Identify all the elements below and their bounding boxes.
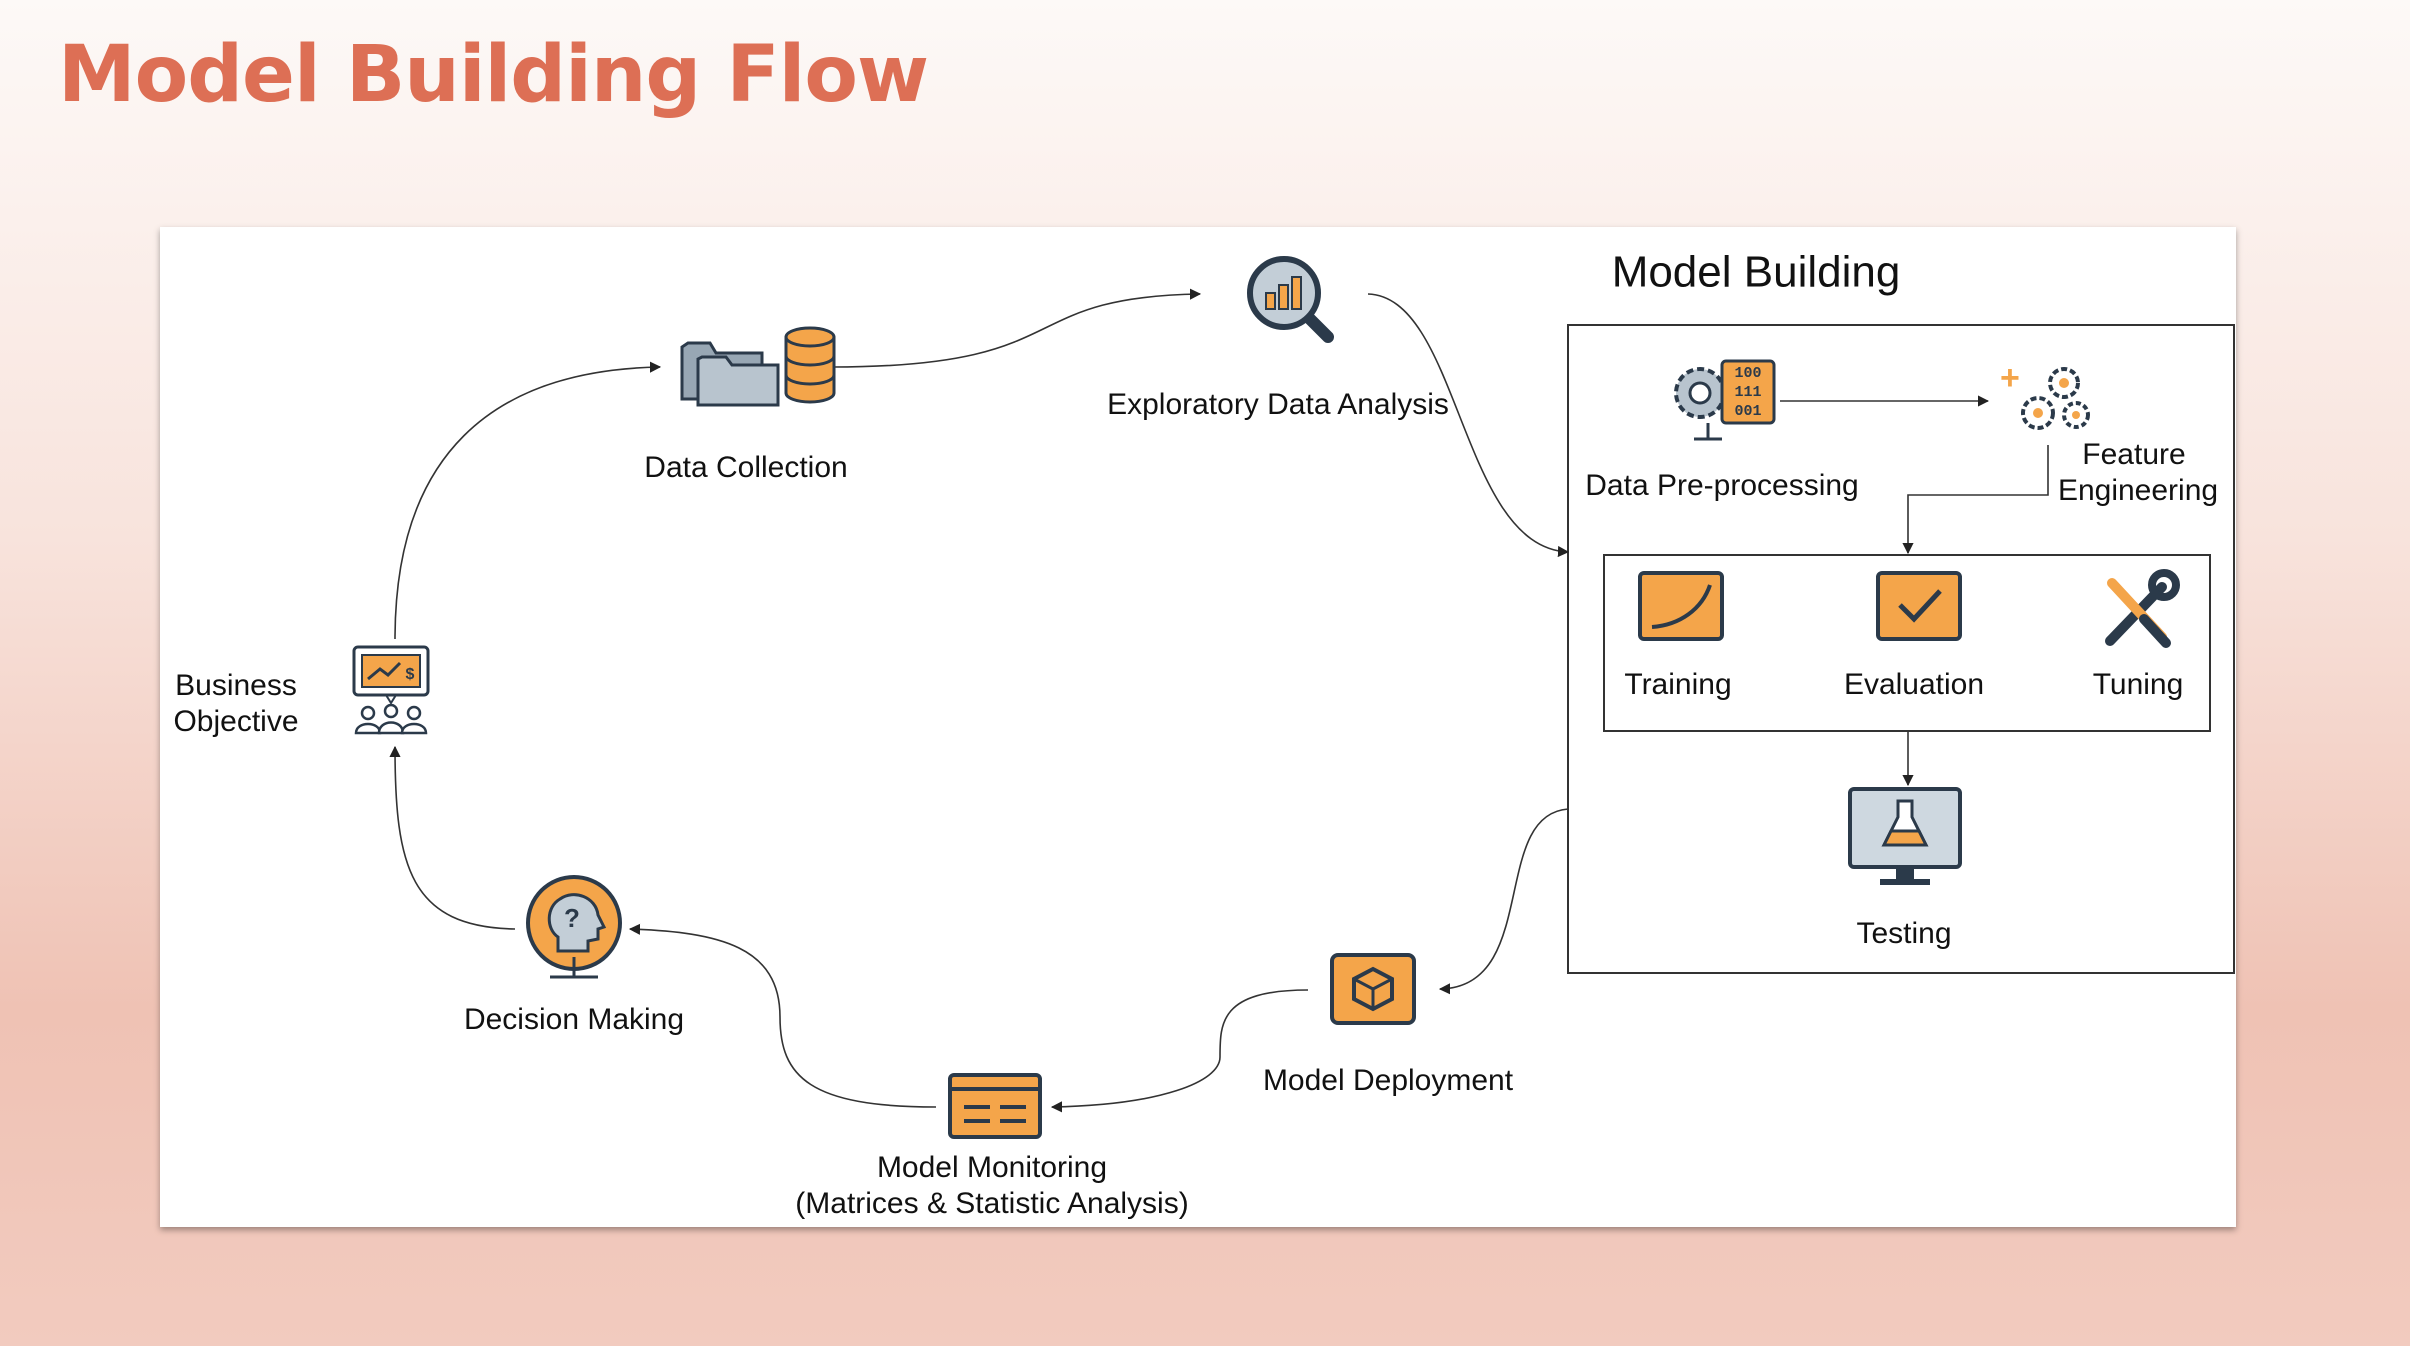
monitor-flask-icon [1848, 787, 1962, 885]
model-building-group [1567, 324, 2235, 974]
head-question-icon: ? [526, 875, 622, 979]
magnifier-chart-icon [1247, 256, 1334, 343]
label-business-2: Objective [173, 705, 298, 738]
label-training: Training [1624, 668, 1731, 701]
gears-plus-icon: + [2000, 359, 2090, 430]
label-tuning: Tuning [2093, 668, 2184, 701]
label-evaluation: Evaluation [1844, 668, 1984, 701]
diagram-card: Model Building Data Collection Explorato… [160, 227, 2236, 1227]
connector-collection-to-eda [831, 288, 1202, 368]
connector-business-to-collection [394, 361, 662, 640]
monitoring-panel-icon [948, 1073, 1042, 1139]
label-business-1: Business [175, 669, 297, 702]
label-preprocessing: Data Pre-processing [1585, 469, 1858, 502]
svg-text:?: ? [564, 903, 580, 933]
connector-deployment-to-monitoring [1050, 989, 1309, 1113]
business-team-icon: $ [352, 645, 430, 735]
flow-diagram: Model Building Data Collection Explorato… [173, 248, 2235, 1220]
connector-model-building-to-deployment [1438, 808, 1569, 995]
train-eval-tune-box [1603, 554, 2211, 732]
binary-row-2: 111 [1734, 384, 1761, 401]
label-monitoring-2: (Matrices & Statistic Analysis) [795, 1187, 1188, 1220]
label-eda: Exploratory Data Analysis [1107, 388, 1449, 421]
binary-row-1: 100 [1734, 365, 1761, 382]
group-title: Model Building [1612, 248, 1901, 297]
connector-decision-to-business [389, 745, 516, 930]
connector-eda-to-model-building [1367, 293, 1570, 558]
connector-monitoring-to-decision [628, 923, 937, 1108]
label-testing: Testing [1856, 917, 1951, 950]
page-title: Model Building Flow [58, 30, 929, 120]
label-decision: Decision Making [464, 1003, 684, 1036]
label-feature-engineering-1: Feature [2082, 438, 2185, 471]
wrench-screwdriver-icon [2105, 569, 2180, 648]
gear-binary-icon: 100 111 001 [1674, 359, 1776, 441]
training-curve-icon [1638, 571, 1724, 641]
svg-text:$: $ [406, 666, 415, 683]
deployment-cube-icon [1330, 953, 1416, 1025]
connector-feature-to-training-box [1902, 445, 2049, 555]
label-monitoring-1: Model Monitoring [877, 1151, 1107, 1184]
svg-text:+: + [2000, 359, 2020, 397]
checkmark-icon [1876, 571, 1962, 641]
binary-row-3: 001 [1734, 403, 1761, 420]
label-data-collection: Data Collection [644, 451, 847, 484]
folder-database-icon [680, 326, 836, 407]
label-deployment: Model Deployment [1263, 1064, 1514, 1097]
label-feature-engineering-2: Engineering [2058, 474, 2218, 507]
